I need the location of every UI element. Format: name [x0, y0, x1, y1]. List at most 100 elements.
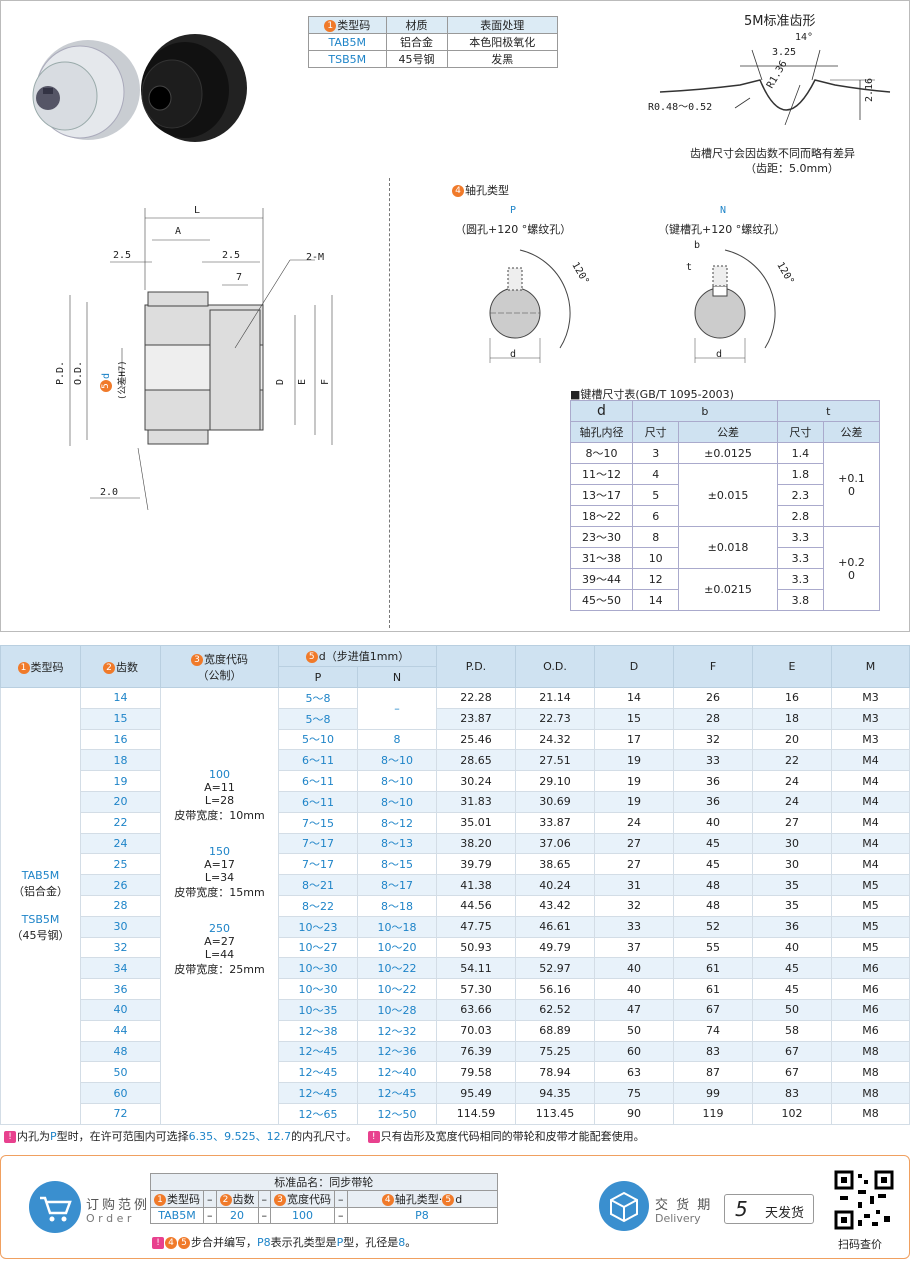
order-sep: – — [334, 1190, 348, 1208]
width-l: L=34 — [204, 871, 235, 884]
cell-n: 12～45 — [357, 1082, 437, 1104]
cell-teeth: 26 — [80, 874, 161, 896]
cell-F: 32 — [673, 728, 753, 751]
cell-M: M4 — [831, 832, 910, 855]
type-cell-line: （铝合金） — [13, 884, 68, 898]
cell-teeth: 25 — [80, 853, 161, 876]
th-width-label: 宽度代码 — [204, 652, 248, 666]
cell-D: 19 — [594, 790, 674, 813]
cell-od: 75.25 — [515, 1040, 595, 1063]
cell-od: 27.51 — [515, 749, 595, 772]
cell-E: 27 — [752, 811, 832, 834]
cell-F: 87 — [673, 1061, 753, 1084]
cell-D: 14 — [594, 687, 674, 709]
note-1p: P — [50, 1130, 57, 1143]
order-title: 订购范例 — [86, 1198, 151, 1213]
order-std-name: 标准品名：同步带轮 — [150, 1173, 498, 1191]
order-h-bore-label: 轴孔类型· — [394, 1193, 443, 1206]
dim-d-tolerance: (公差H7) — [118, 360, 128, 400]
cell-D: 60 — [594, 1040, 674, 1063]
cell-teeth: 22 — [80, 811, 161, 834]
order-sep: – — [257, 1207, 271, 1224]
cell-M: M8 — [831, 1040, 910, 1063]
material-code: TAB5M — [308, 33, 387, 51]
cell-pd: 63.66 — [436, 998, 516, 1021]
order-sep: – — [203, 1190, 217, 1208]
cell-D: 27 — [594, 853, 674, 876]
tooth-profile-drawing — [659, 49, 891, 125]
cell-n: 8 — [357, 728, 437, 751]
order-v-width: 100 — [270, 1207, 335, 1224]
cell-p: 6～11 — [278, 770, 358, 792]
k-d: 11～12 — [570, 463, 633, 485]
bore-n-code: N — [720, 205, 727, 216]
dim-D: D — [275, 378, 286, 385]
cell-F: 45 — [673, 853, 753, 876]
k-b: 6 — [631, 505, 680, 527]
cell-E: 24 — [752, 770, 832, 792]
cell-p: 6～11 — [278, 790, 358, 813]
cell-M: M4 — [831, 749, 910, 772]
material-surface: 本色阳极氧化 — [446, 33, 558, 51]
cell-teeth: 44 — [80, 1019, 161, 1042]
dim-d-label: d — [101, 372, 112, 379]
type-cell-line: TSB5M — [21, 912, 60, 926]
kh-t-size: 尺寸 — [776, 421, 825, 443]
cell-F: 40 — [673, 811, 753, 834]
cell-pd: 95.49 — [436, 1082, 516, 1104]
order-h-type-label: 类型码 — [167, 1193, 200, 1206]
delivery-box-icon — [599, 1181, 649, 1231]
cell-E: 22 — [752, 749, 832, 772]
cell-n: 8～13 — [357, 832, 437, 855]
material-name: 铝合金 — [385, 33, 448, 51]
k-t: 1.4 — [776, 442, 825, 464]
cell-teeth: 16 — [80, 728, 161, 751]
cell-od: 24.32 — [515, 728, 595, 751]
order-note-d: P — [336, 1236, 344, 1249]
k-d: 8～10 — [570, 442, 633, 464]
cell-D: 15 — [594, 707, 674, 730]
width-a: A=11 — [204, 781, 235, 794]
th-teeth-label: 齿数 — [116, 660, 138, 674]
cell-M: M4 — [831, 853, 910, 876]
cell-p: 10～30 — [278, 978, 358, 1000]
k-b-tol: ±0.018 — [678, 526, 778, 569]
order-note-g: 。 — [405, 1236, 417, 1249]
dim-A: A — [175, 226, 182, 237]
cell-F: 52 — [673, 915, 753, 938]
cell-pd: 23.87 — [436, 707, 516, 730]
cell-D: 47 — [594, 998, 674, 1021]
cell-D: 90 — [594, 1102, 674, 1125]
order-note-a: 步合并编写， — [191, 1236, 257, 1249]
order-note-e: 型，孔径是 — [343, 1236, 399, 1249]
cell-M: M5 — [831, 915, 910, 938]
cell-teeth: 19 — [80, 770, 161, 792]
cell-p: 10～30 — [278, 957, 358, 980]
cell-teeth: 20 — [80, 790, 161, 813]
dim-7: 7 — [236, 272, 243, 283]
tooth-pitch-note: （齿距：5.0mm） — [745, 162, 839, 175]
cell-E: 67 — [752, 1040, 832, 1063]
cell-F: 67 — [673, 998, 753, 1021]
cell-D: 24 — [594, 811, 674, 834]
cell-D: 31 — [594, 874, 674, 896]
th-M: M — [831, 645, 910, 688]
k-b-tol: ±0.0215 — [678, 568, 778, 611]
note-1c: 的内孔尺寸。 — [291, 1130, 358, 1143]
cell-od: 52.97 — [515, 957, 595, 980]
type-cell-line — [1, 899, 80, 913]
cell-teeth: 14 — [80, 687, 161, 709]
bore-n-b: b — [694, 240, 701, 251]
cell-pd: 39.79 — [436, 853, 516, 876]
kh-b-tol: 公差 — [678, 421, 778, 443]
